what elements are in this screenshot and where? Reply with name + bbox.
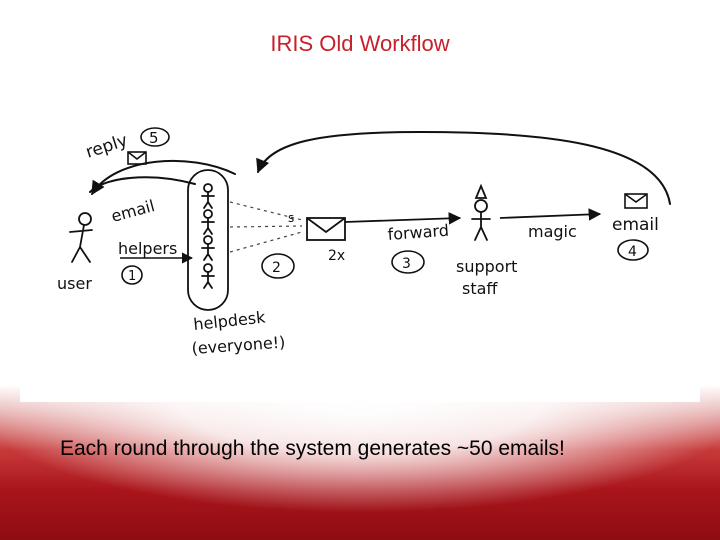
big-loop-arrow [256,130,671,205]
step-1-circle [121,265,143,285]
step-5-circle [140,127,170,147]
step-3-label: 3 [402,256,411,272]
helper-figure-icon [201,263,215,289]
step-4-label: 4 [628,244,637,260]
reply-label: reply [83,131,130,163]
step-2-circle [261,253,295,279]
workflow-diagram: reply 5 user email helpers 1 [57,127,671,358]
helpdesk-group [187,169,229,311]
step-4-circle [617,239,649,261]
helper-figure-icon [201,209,215,235]
everyone-label: (everyone!) [191,332,286,358]
support-staff-figure-icon [471,183,491,241]
email-right-label: email [612,215,659,235]
reply-arrow [91,159,236,196]
step-5-label: 5 [149,129,159,147]
times-label: 2x [328,248,345,264]
slide-caption: Each round through the system generates … [60,437,565,460]
support-label: support [456,257,517,276]
envelope-icon [127,151,147,165]
helper-figure-icon [201,183,215,209]
user-figure-icon [69,212,93,263]
envelope-icon [624,193,648,209]
staff-label: staff [462,279,498,298]
reply-short-arrow [89,176,196,193]
workflow-sketch: reply 5 user email helpers 1 [20,122,700,402]
forward-label: forward [387,221,450,244]
slide-title: IRIS Old Workflow [270,31,450,56]
magic-arrow [499,208,602,221]
magic-label: magic [528,222,577,241]
forward-arrow [344,212,462,225]
helper-figure-icon [201,235,215,261]
step-2-label: 2 [272,260,281,276]
envelope-icon [306,217,346,241]
helpers-label: helpers [118,239,177,258]
user-label: user [57,274,92,293]
step-1-label: 1 [128,269,136,284]
step-3-circle [391,250,425,274]
email-left-label: email [109,196,157,226]
s-mark: s [288,211,294,225]
helpdesk-label: helpdesk [192,307,267,334]
